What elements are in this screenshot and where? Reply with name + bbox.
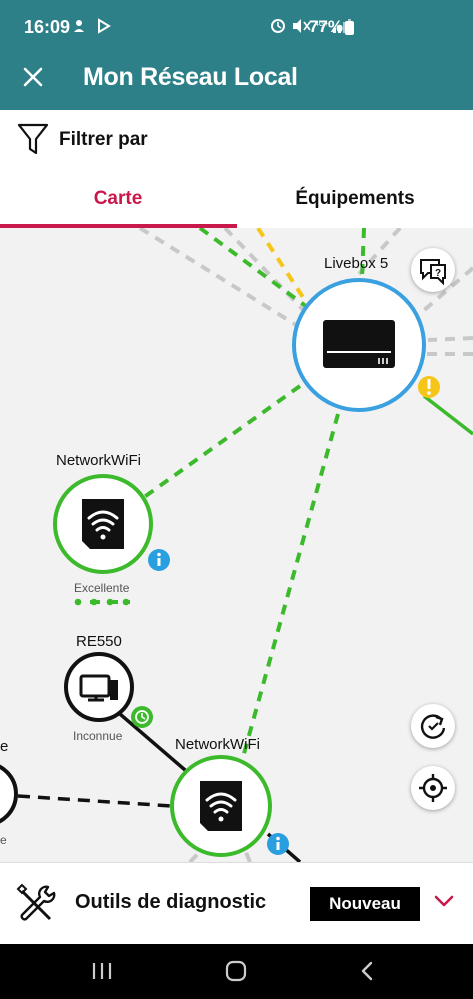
- page-title: Mon Réseau Local: [83, 63, 298, 91]
- active-tab-indicator: [0, 224, 237, 228]
- livebox-node[interactable]: [292, 278, 426, 412]
- networkwifi-2-node[interactable]: [170, 755, 272, 857]
- info-icon[interactable]: [148, 549, 170, 571]
- re550-node[interactable]: [64, 652, 134, 722]
- svg-text:4G+: 4G+: [315, 21, 328, 28]
- battery-icon: [345, 21, 354, 35]
- re550-quality: Inconnue: [73, 729, 123, 743]
- wifi-links: [90, 228, 366, 769]
- networkwifi-1-quality: Excellente: [74, 581, 130, 595]
- notification-icon: [74, 18, 111, 34]
- ethernet-link-re550: [118, 712, 194, 778]
- chevron-down-icon[interactable]: [433, 893, 455, 909]
- diagnostic-tools-bar[interactable]: Outils de diagnostic Nouveau: [0, 862, 473, 944]
- networkwifi-1-label: NetworkWiFi: [56, 452, 141, 469]
- livebox-label: Livebox 5: [324, 255, 389, 272]
- tools-icon: [16, 883, 56, 921]
- close-icon[interactable]: [20, 64, 46, 90]
- tab-equipements[interactable]: Équipements: [295, 188, 415, 209]
- tab-bar: Carte Équipements: [0, 168, 473, 228]
- filter-button[interactable]: Filtrer par: [0, 110, 473, 168]
- recenter-button[interactable]: [411, 766, 455, 810]
- crosshair-icon: [419, 774, 447, 802]
- ethernet-link-left: [17, 794, 173, 808]
- funnel-icon: [17, 123, 49, 155]
- notification-icons: [73, 18, 115, 37]
- refresh-icon: [420, 714, 446, 739]
- left-partial-sub: e: [0, 833, 7, 847]
- diagnostic-label: Outils de diagnostic: [75, 891, 267, 913]
- warning-icon[interactable]: [418, 376, 440, 398]
- re550-label: RE550: [76, 633, 122, 650]
- back-icon[interactable]: [357, 958, 377, 984]
- tab-carte[interactable]: Carte: [93, 188, 143, 209]
- status-time: 16:09: [24, 17, 71, 37]
- recent-apps-icon[interactable]: [90, 958, 114, 984]
- filter-label: Filtrer par: [59, 129, 148, 150]
- wired-link-right: [422, 394, 473, 436]
- system-navigation-bar: [0, 944, 473, 999]
- left-partial-label: e: [0, 738, 9, 755]
- networkwifi-2-label: NetworkWiFi: [175, 736, 260, 753]
- signal-quality-dots: [74, 598, 130, 606]
- home-icon[interactable]: [223, 958, 249, 984]
- info-icon-2[interactable]: [267, 833, 289, 855]
- map-canvas: [0, 228, 473, 862]
- left-partial-node[interactable]: [0, 763, 18, 825]
- clock-icon[interactable]: [131, 706, 153, 728]
- new-badge: Nouveau: [310, 887, 420, 921]
- chat-help-button[interactable]: ?: [411, 248, 455, 292]
- svg-text:?: ?: [435, 268, 441, 279]
- chat-help-icon: ?: [420, 259, 446, 286]
- networkwifi-1-node[interactable]: [53, 474, 153, 574]
- status-bar: 16:09 4G+ 77%: [0, 0, 473, 52]
- network-map[interactable]: Livebox 5 NetworkWiFi Excellente RE550 I…: [0, 228, 473, 862]
- battery-level: 77%: [308, 17, 343, 36]
- app-toolbar: Mon Réseau Local: [0, 52, 473, 110]
- refresh-button[interactable]: [411, 704, 455, 748]
- weak-link: [256, 228, 312, 310]
